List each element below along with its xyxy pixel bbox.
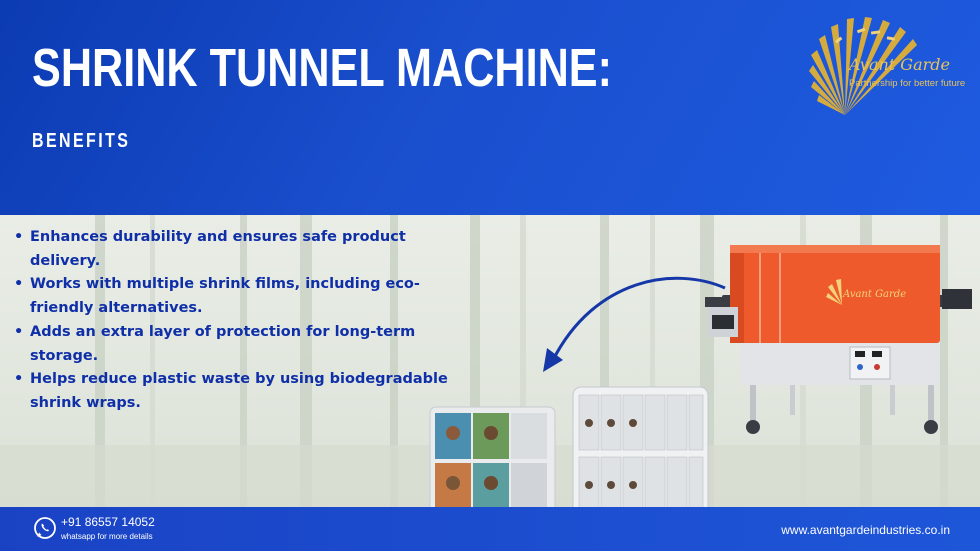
shrink-wrapped-packs-image: [429, 386, 709, 533]
company-logo: Avant Garde Partnership for better futur…: [805, 15, 965, 120]
website-link[interactable]: www.avantgardeindustries.co.in: [781, 523, 950, 537]
machine-logo-text: Avant Garde: [842, 289, 906, 300]
page-subtitle: BENEFITS: [32, 130, 131, 152]
list-item: • Enhances durability and ensures safe p…: [12, 226, 512, 273]
list-item: • Helps reduce plastic waste by using bi…: [12, 368, 512, 415]
phone-number[interactable]: +91 86557 14052: [61, 515, 155, 529]
logo-name: Avant Garde: [849, 55, 950, 74]
footer-bar: +91 86557 14052 whatsapp for more detail…: [0, 507, 980, 551]
curved-arrow-icon: [543, 276, 726, 372]
benefit-text: storage.: [30, 347, 99, 364]
benefit-text: Adds an extra layer of protection for lo…: [30, 323, 416, 340]
benefits-list: • Enhances durability and ensures safe p…: [12, 226, 512, 416]
bullet-icon: •: [14, 276, 24, 293]
benefit-text: delivery.: [30, 252, 101, 269]
benefit-text: Helps reduce plastic waste by using biod…: [30, 371, 448, 388]
header-banner: SHRINK TUNNEL MACHINE: BENEFITS: [0, 0, 980, 215]
benefit-text: friendly alternatives.: [30, 300, 203, 317]
benefit-text: shrink wraps.: [30, 394, 141, 411]
bullet-icon: •: [14, 323, 24, 340]
benefit-text: Works with multiple shrink films, includ…: [30, 276, 420, 293]
whatsapp-note: whatsapp for more details: [61, 532, 153, 541]
bullet-icon: •: [14, 371, 24, 388]
list-item: • Works with multiple shrink films, incl…: [12, 273, 512, 320]
page-title: SHRINK TUNNEL MACHINE:: [32, 38, 612, 98]
logo-tagline: Partnership for better future: [849, 78, 966, 89]
bullet-icon: •: [14, 229, 24, 245]
list-item: • Adds an extra layer of protection for …: [12, 321, 512, 368]
benefit-text: Enhances durability and ensures safe pro…: [30, 229, 406, 245]
logo-sunburst-icon: [809, 17, 917, 115]
whatsapp-icon[interactable]: [33, 516, 57, 540]
shrink-tunnel-machine-image: Avant Garde: [705, 245, 972, 434]
